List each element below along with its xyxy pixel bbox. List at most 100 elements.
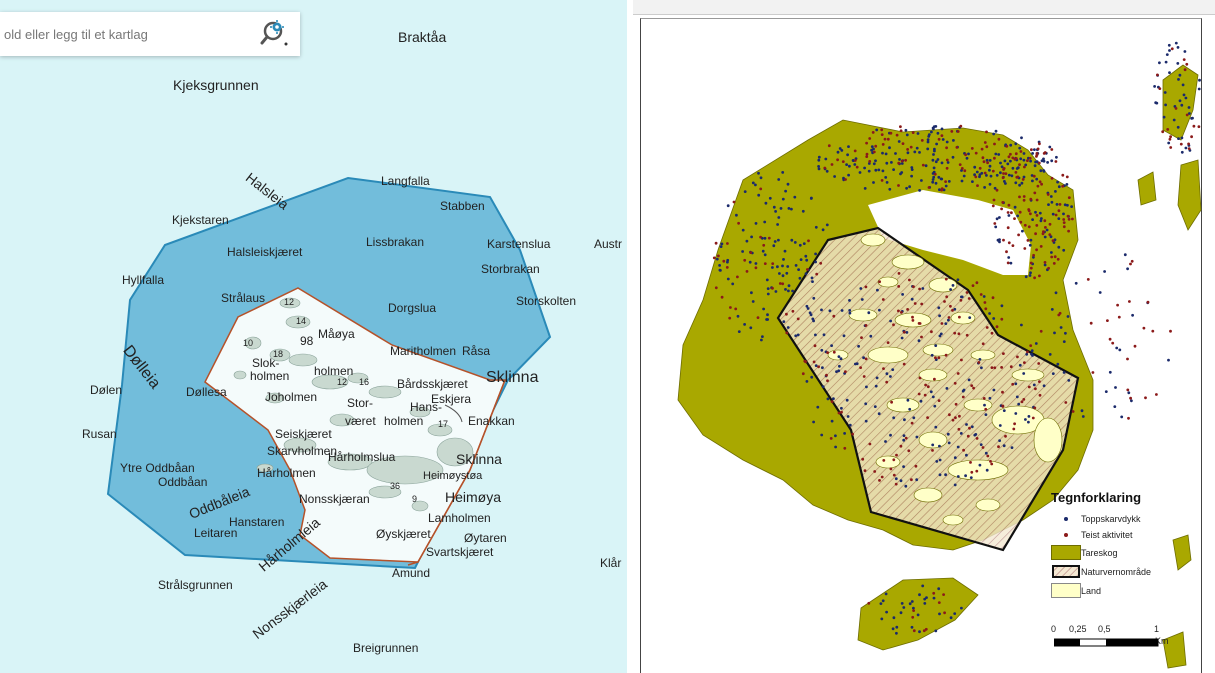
guillemot-activity-point [920, 139, 924, 142]
shag-dive-point [978, 463, 982, 467]
left-map-canvas[interactable] [0, 0, 627, 673]
shag-dive-point [912, 606, 915, 610]
shag-dive-point [876, 288, 879, 292]
guillemot-activity-point [951, 418, 955, 422]
dot-blue-icon [1064, 517, 1068, 521]
guillemot-activity-point [1005, 144, 1009, 148]
shag-dive-point [848, 164, 851, 168]
shag-dive-point [748, 260, 752, 264]
shag-dive-point [799, 258, 803, 261]
shag-dive-point [918, 189, 921, 192]
map-frame [640, 18, 1202, 673]
guillemot-activity-point [1020, 400, 1024, 404]
shag-dive-point [870, 145, 874, 149]
guillemot-activity-point [878, 479, 881, 482]
shag-dive-point [1030, 174, 1034, 177]
shag-dive-point [951, 284, 955, 287]
shag-dive-point [1153, 85, 1156, 88]
guillemot-activity-point [1022, 398, 1026, 401]
left-map-panel[interactable]: Braktåa Kjeksgrunnen Halsleia Langfalla … [0, 0, 627, 673]
guillemot-activity-point [1038, 274, 1041, 278]
guillemot-activity-point [860, 336, 863, 339]
shag-dive-point [805, 258, 809, 262]
shag-dive-point [884, 440, 887, 443]
guillemot-activity-point [1192, 124, 1196, 128]
shag-dive-point [992, 388, 996, 392]
guillemot-activity-point [1071, 217, 1074, 221]
shag-dive-point [965, 156, 969, 160]
place-label: Øytaren [464, 531, 507, 545]
shag-dive-point [1030, 349, 1034, 353]
shag-dive-point [802, 242, 806, 246]
guillemot-activity-point [1054, 213, 1058, 217]
guillemot-activity-point [990, 462, 994, 466]
place-label: Halsleiskjæret [227, 245, 303, 259]
shag-dive-point [1164, 60, 1168, 64]
shag-dive-point [1057, 245, 1061, 249]
guillemot-activity-point [1169, 329, 1172, 333]
shag-dive-point [1015, 167, 1019, 170]
shag-dive-point [1019, 157, 1023, 161]
shag-dive-point [910, 297, 914, 301]
guillemot-activity-point [985, 326, 989, 329]
shag-dive-point [782, 258, 785, 261]
shag-dive-point [940, 161, 944, 165]
guillemot-activity-point [945, 158, 949, 162]
guillemot-activity-point [864, 357, 868, 361]
guillemot-activity-point [1062, 221, 1066, 225]
shag-dive-point [985, 468, 989, 472]
shag-dive-point [998, 424, 1002, 427]
shag-dive-point [1081, 415, 1085, 418]
guillemot-activity-point [1001, 405, 1005, 408]
guillemot-activity-point [1061, 184, 1065, 188]
guillemot-activity-point [1051, 239, 1055, 243]
legend-item: Tareskog [1051, 543, 1201, 562]
guillemot-activity-point [1023, 247, 1027, 250]
shag-dive-point [836, 150, 840, 154]
shag-dive-point [772, 205, 776, 209]
shag-dive-point [772, 244, 776, 248]
guillemot-activity-point [1133, 344, 1137, 348]
guillemot-activity-point [743, 258, 747, 262]
guillemot-activity-point [729, 306, 732, 309]
shag-dive-point [1022, 175, 1026, 179]
shag-dive-point [874, 384, 878, 388]
guillemot-activity-point [1065, 175, 1069, 179]
guillemot-activity-point [917, 322, 921, 325]
shag-dive-point [794, 264, 798, 267]
guillemot-activity-point [812, 360, 816, 364]
guillemot-activity-point [951, 309, 954, 312]
place-label: Dorgslua [388, 301, 437, 315]
place-label: Seiskjæret [275, 427, 332, 441]
guillemot-activity-point [1048, 222, 1052, 226]
shag-dive-point [992, 132, 996, 136]
kelp-forest-area [1177, 159, 1202, 231]
shag-dive-point [1131, 313, 1134, 317]
place-label: Hans- [410, 400, 443, 414]
shag-dive-point [814, 225, 818, 229]
guillemot-activity-point [1023, 361, 1026, 364]
guillemot-activity-point [932, 591, 936, 595]
shag-dive-point [918, 151, 921, 154]
guillemot-activity-point [894, 482, 898, 486]
guillemot-activity-point [1029, 344, 1033, 347]
map-search-gear-icon[interactable] [256, 16, 296, 52]
shag-dive-point [982, 295, 986, 298]
guillemot-activity-point [1038, 380, 1041, 383]
shag-dive-point [863, 166, 866, 170]
guillemot-activity-point [1048, 233, 1052, 237]
shag-dive-point [779, 207, 783, 210]
shag-dive-point [793, 195, 797, 199]
shag-dive-point [867, 162, 871, 165]
shag-dive-point [895, 631, 898, 635]
place-label: Maritholmen [390, 344, 457, 358]
guillemot-activity-point [1023, 223, 1027, 227]
shag-dive-point [988, 312, 991, 315]
shag-dive-point [786, 326, 790, 329]
search-input[interactable] [0, 12, 256, 56]
guillemot-activity-point [965, 333, 969, 337]
shag-dive-point [726, 277, 730, 281]
guillemot-activity-point [990, 366, 994, 369]
place-label: Skarvholmen [267, 444, 338, 458]
shag-dive-point [1178, 73, 1182, 77]
